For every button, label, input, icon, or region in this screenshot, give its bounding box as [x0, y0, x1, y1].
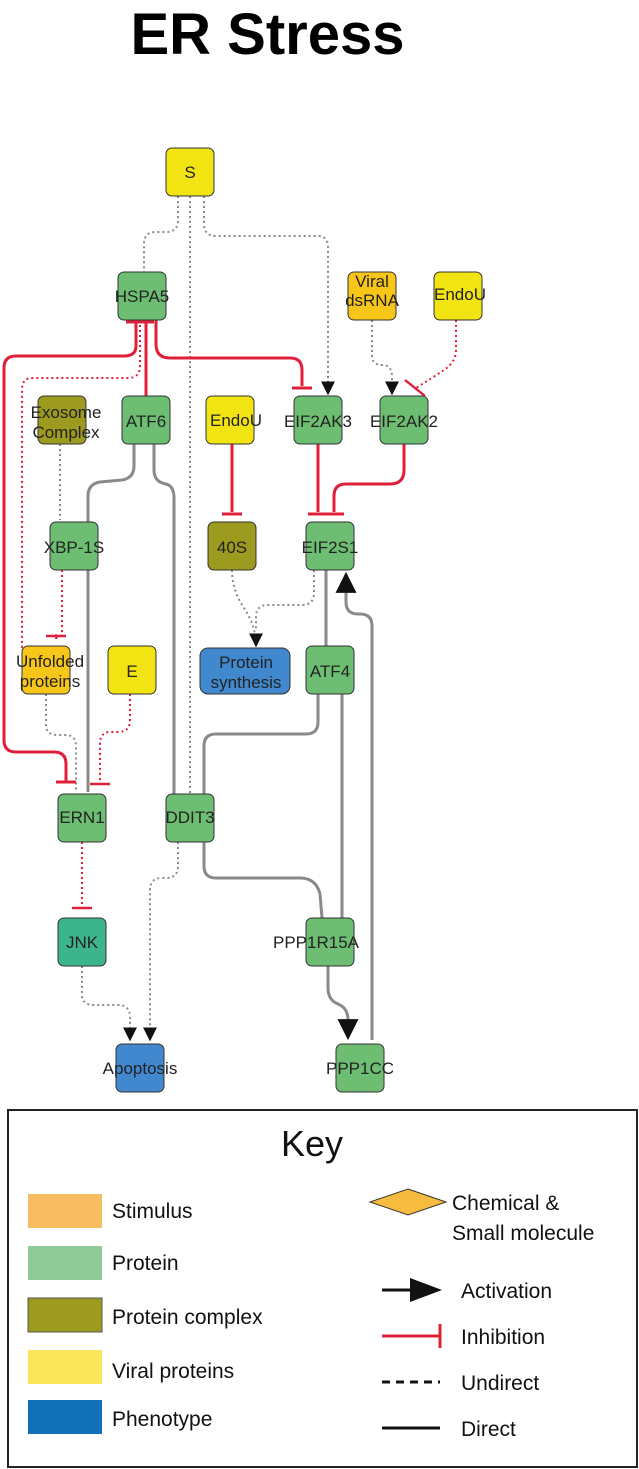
edges [2, 196, 457, 1042]
edge-atf4-ddit3 [202, 694, 320, 794]
node-endou-b-box [205, 395, 255, 445]
edge-s-hspa5 [143, 196, 179, 272]
key-frame [7, 1109, 638, 1468]
key-protein-complex-label: Protein complex [112, 1306, 263, 1329]
node-jnk-box [57, 917, 107, 967]
edge-eif2s1-protsyn [255, 570, 315, 630]
node-eif2s1-box [305, 521, 355, 571]
edge-dsrna-eif2ak2 [371, 320, 399, 396]
node-exosome-label-2: Complex [32, 423, 100, 442]
edge-unfolded-ern1 [45, 694, 77, 790]
edge-endou-eif2ak2-bar [404, 379, 426, 397]
key-swatch-viral [28, 1350, 102, 1384]
key-activation-arrow-icon [410, 1278, 442, 1302]
node-jnk-label: JNK [66, 933, 99, 952]
edge-ppp1r15a-ppp1cc [326, 966, 359, 1041]
key-undirect-label: Undirect [461, 1372, 539, 1395]
node-endou-a-label: EndoU [434, 285, 486, 304]
edge-endou-eif2ak2 [415, 320, 457, 389]
key-chemical-label-2: Small molecule [452, 1222, 594, 1245]
key-chemical-label-1: Chemical & [452, 1192, 559, 1215]
node-eif2ak3-label: EIF2AK3 [284, 412, 352, 431]
node-unfolded-label-2: proteins [20, 672, 80, 691]
node-unfolded-label-1: Unfolded [16, 652, 84, 671]
edge-ddit3-apoptosis [143, 842, 179, 1042]
node-eif2s1-label: EIF2S1 [302, 538, 359, 557]
node-protsyn-box [199, 647, 291, 695]
key-protein-label: Protein [112, 1252, 179, 1275]
key-stimulus-label: Stimulus [112, 1200, 193, 1223]
node-ddit3-label: DDIT3 [165, 808, 214, 827]
key-legend: Key Stimulus Protein Protein complex Vir… [7, 1109, 638, 1468]
node-atf4-box [305, 645, 355, 695]
edge-jnk-apoptosis [81, 966, 137, 1042]
node-ppp1cc-label: PPP1CC [326, 1059, 394, 1078]
key-diamond-icon [368, 1188, 448, 1216]
node-apoptosis-box [115, 1043, 165, 1093]
node-s-box [165, 147, 215, 197]
node-viral-dsrna-box [347, 271, 397, 321]
key-direct-label: Direct [461, 1418, 516, 1441]
node-atf6-box [121, 395, 171, 445]
node-40s-box [207, 521, 257, 571]
node-atf6-label: ATF6 [126, 412, 166, 431]
node-40s-label: 40S [217, 538, 247, 557]
key-title: Key [281, 1123, 343, 1164]
node-atf4-label: ATF4 [310, 662, 350, 681]
edge-40s-protsyn [231, 569, 263, 648]
node-e-box [107, 645, 157, 695]
node-hspa5-box [117, 271, 167, 321]
edge-xbp1s-unfolded [55, 570, 63, 640]
node-ern1-label: ERN1 [59, 808, 104, 827]
node-s-label: S [184, 163, 195, 182]
node-ern1-box [57, 793, 107, 843]
key-viral-label: Viral proteins [112, 1360, 234, 1383]
node-ppp1cc-box [335, 1043, 385, 1093]
edge-atf6-xbp1s [86, 444, 136, 522]
node-protsyn-label-2: synthesis [211, 673, 282, 692]
key-swatch-protein-complex [27, 1297, 103, 1333]
node-viral-dsrna-label-1: Viral [355, 272, 389, 291]
node-eif2ak2-box [379, 395, 429, 445]
node-endou-a-box [433, 271, 483, 321]
key-activation-label: Activation [461, 1280, 552, 1303]
node-exosome-label-1: Exosome [31, 403, 102, 422]
edge-s-eif2ak3 [203, 196, 335, 396]
node-exosome-box [37, 395, 87, 445]
node-unfolded-box [21, 645, 71, 695]
key-swatch-phenotype [28, 1400, 102, 1434]
edge-ddit3-ppp1r15a [202, 842, 324, 919]
edge-ppp1cc-eif2s1 [335, 571, 374, 1040]
node-protsyn-label-1: Protein [219, 653, 273, 672]
page-title: ER Stress [130, 2, 405, 67]
key-inhibition-label: Inhibition [461, 1326, 545, 1349]
node-apoptosis-label: Apoptosis [103, 1059, 178, 1078]
node-ddit3-box [165, 793, 215, 843]
node-endou-b-label: EndoU [210, 411, 262, 430]
nodes: S HSPA5 Viral dsRNA EndoU Exosome Comple… [16, 147, 486, 1093]
edge-hspa5-ern1 [2, 320, 138, 782]
edge-eif2ak2-eif2s1 [332, 444, 406, 512]
node-eif2ak3-box [293, 395, 343, 445]
node-eif2ak2-label: EIF2AK2 [370, 412, 438, 431]
edge-hspa5-unfolded [21, 320, 141, 648]
node-xbp1s-box [49, 521, 99, 571]
node-ppp1r15a-box [305, 917, 355, 967]
key-swatch-protein [28, 1246, 102, 1280]
edge-atf6-ddit3 [152, 444, 176, 794]
node-hspa5-label: HSPA5 [115, 287, 170, 306]
edge-hspa5-eif2ak3 [154, 320, 304, 386]
node-xbp1s-label: XBP-1S [44, 538, 104, 557]
key-swatch-stimulus [28, 1194, 102, 1228]
edge-e-ern1 [99, 694, 131, 782]
node-ppp1r15a-label: PPP1R15A [273, 933, 360, 952]
key-phenotype-label: Phenotype [112, 1408, 212, 1431]
node-viral-dsrna-label-2: dsRNA [345, 291, 400, 310]
node-e-label: E [126, 662, 137, 681]
